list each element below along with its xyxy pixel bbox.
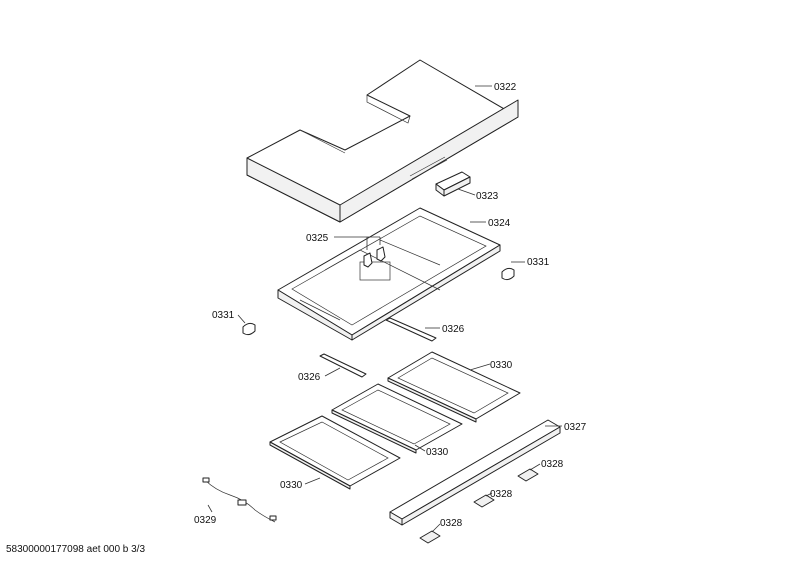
label-0330-right: 0330 (490, 360, 513, 371)
part-0327-front-panel[interactable] (389, 419, 561, 526)
label-0328-b: 0328 (490, 489, 513, 500)
part-0328-button-b[interactable] (473, 494, 495, 508)
label-0327: 0327 (564, 422, 587, 433)
part-0331-knob-left[interactable] (242, 322, 256, 336)
part-labels: 0322 0323 0324 0325 0331 0331 0326 0326 … (194, 82, 587, 529)
label-0330-middle: 0330 (426, 447, 449, 458)
document-footer: 58300000177098 aet 000 b 3/3 (6, 544, 146, 555)
label-0331-left: 0331 (212, 310, 235, 321)
label-0331-right: 0331 (527, 257, 550, 268)
label-0326-upper: 0326 (442, 324, 465, 335)
part-0325-brackets[interactable] (363, 246, 386, 268)
part-0330-filter-left[interactable] (269, 415, 401, 490)
part-0323-switch[interactable] (435, 171, 471, 197)
label-0323: 0323 (476, 191, 499, 202)
part-0328-button-a[interactable] (517, 468, 539, 482)
label-0328-a: 0328 (541, 459, 564, 470)
part-0329-cable[interactable] (202, 477, 277, 523)
part-0322-cover[interactable] (246, 59, 519, 223)
part-0331-knob-right[interactable] (501, 267, 515, 281)
label-0329: 0329 (194, 515, 217, 526)
part-0326-rail-lower[interactable] (319, 353, 367, 378)
part-0330-filter-middle[interactable] (331, 383, 463, 454)
label-0326-lower: 0326 (298, 372, 321, 383)
part-0326-rail-upper[interactable] (385, 317, 437, 342)
label-0324: 0324 (488, 218, 511, 229)
leader-lines (207, 85, 562, 533)
label-0330-left: 0330 (280, 480, 303, 491)
label-0322: 0322 (494, 82, 517, 93)
label-0325: 0325 (306, 233, 329, 244)
part-0330-filter-right[interactable] (387, 351, 521, 423)
part-0324-housing[interactable] (277, 207, 501, 341)
part-0328-button-c[interactable] (419, 530, 441, 544)
label-0328-c: 0328 (440, 518, 463, 529)
